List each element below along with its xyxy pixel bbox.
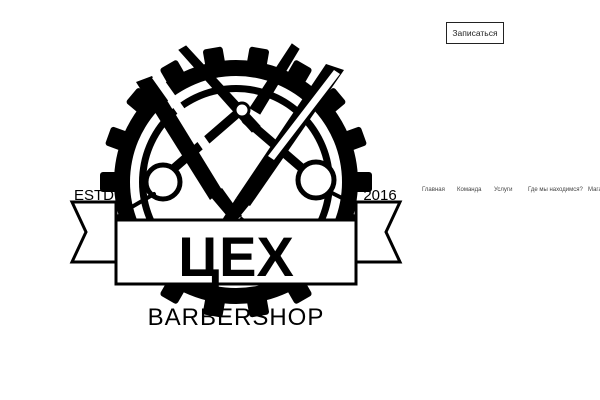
nav-item-shop[interactable]: Магазин	[588, 187, 600, 193]
logo-tagline: BARBERSHOP	[148, 304, 325, 331]
nav-item-location[interactable]: Где мы находимся?	[528, 187, 583, 193]
nav-item-home[interactable]: Главная	[422, 187, 445, 193]
main-nav: Главная Команда Услуги Где мы находимся?…	[410, 184, 600, 198]
year-label: 2016	[363, 187, 396, 204]
ribbon	[69, 200, 403, 286]
book-appointment-button[interactable]: Записаться	[446, 22, 504, 44]
nav-item-services[interactable]: Услуги	[494, 187, 513, 193]
estd-label: ESTD	[74, 187, 114, 204]
logo-name: ЦЕХ	[178, 225, 294, 288]
barbershop-logo[interactable]: ESTD 2016 ЦЕХ BARBERSHOP	[64, 40, 408, 340]
nav-item-team[interactable]: Команда	[457, 187, 482, 193]
